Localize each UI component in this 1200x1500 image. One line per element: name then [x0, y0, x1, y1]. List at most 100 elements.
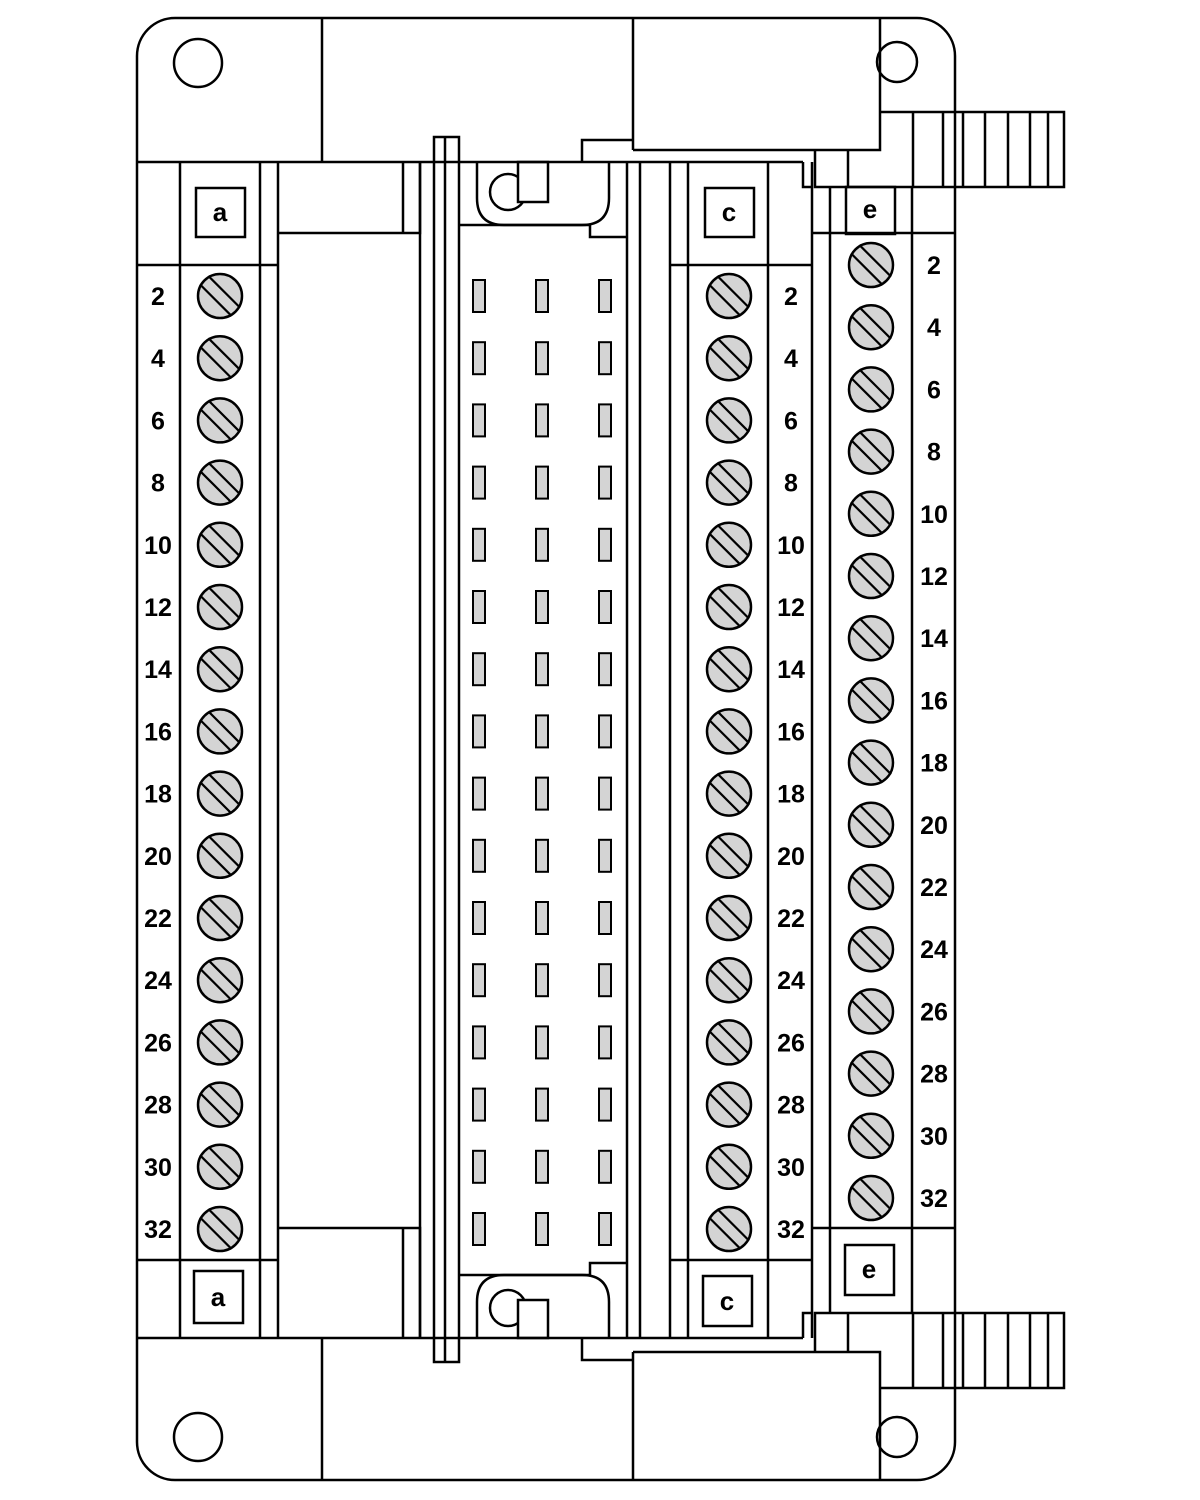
connector-pin [598, 1212, 612, 1246]
connector-pin [598, 527, 612, 562]
connector-pin [535, 465, 549, 500]
terminal-screw-e-26 [847, 988, 895, 1035]
connector-pin [472, 590, 486, 624]
connector-pin [535, 1149, 549, 1184]
connector-pin [598, 776, 612, 811]
strip-a [137, 162, 280, 1338]
connector-pin [598, 963, 612, 998]
terminal-screw-c-12 [705, 583, 753, 631]
terminal-label-e-22: 22 [920, 874, 948, 902]
terminal-screw-a-10 [196, 521, 244, 569]
connector-pin [472, 465, 486, 500]
mounting-hole-top-right [875, 40, 919, 84]
terminal-label-c-28: 28 [777, 1092, 805, 1120]
terminal-label-e-28: 28 [920, 1061, 948, 1089]
terminal-label-c-16: 16 [777, 718, 805, 746]
connector-pin [598, 1149, 612, 1184]
terminal-screw-e-18 [847, 739, 895, 786]
terminal-screw-c-8 [705, 459, 753, 506]
terminal-label-c-20: 20 [777, 843, 805, 871]
connector-pin [472, 652, 486, 687]
connector-pin [472, 279, 486, 313]
terminal-screw-c-20 [705, 832, 753, 880]
connector-pin [472, 527, 486, 562]
terminal-label-a-28: 28 [144, 1092, 172, 1120]
connector-pin [598, 590, 612, 624]
column-header-c-top: c [722, 197, 736, 227]
connector-pin [535, 403, 549, 438]
connector-pin [535, 1212, 549, 1246]
terminal-screw-e-22 [847, 863, 895, 911]
connector-pin [472, 1087, 486, 1122]
mounting-hole-top-left [172, 37, 224, 89]
terminal-label-e-4: 4 [927, 314, 941, 342]
terminal-screw-a-20 [196, 832, 244, 880]
terminal-screw-c-32 [705, 1205, 753, 1253]
housing-outline [135, 16, 957, 1482]
terminal-label-a-22: 22 [144, 905, 172, 933]
terminal-screw-a-22 [196, 894, 244, 942]
terminal-label-c-18: 18 [777, 781, 805, 809]
terminal-label-a-26: 26 [144, 1029, 172, 1057]
connector-pin [472, 776, 486, 811]
connector-pin [535, 1087, 549, 1122]
terminal-screw-e-30 [847, 1112, 895, 1160]
mounting-hole-bottom-right [875, 1415, 919, 1459]
terminal-label-e-32: 32 [920, 1185, 948, 1213]
terminal-label-e-6: 6 [927, 376, 941, 404]
terminal-label-e-30: 30 [920, 1123, 948, 1151]
terminal-screw-a-16 [196, 708, 244, 755]
terminal-label-c-2: 2 [784, 283, 798, 311]
connector-pin [472, 1025, 486, 1060]
terminal-label-a-30: 30 [144, 1154, 172, 1182]
connector-pin [598, 465, 612, 500]
connector-pin [598, 341, 612, 376]
connector-pin [598, 714, 612, 749]
terminal-label-e-14: 14 [920, 625, 948, 653]
connector-pin [598, 1025, 612, 1060]
terminal-screw-a-26 [196, 1019, 244, 1066]
terminal-screw-a-28 [196, 1081, 244, 1128]
latch-top-right [813, 110, 1066, 189]
terminal-screw-c-2 [705, 272, 753, 320]
terminal-label-c-4: 4 [784, 345, 798, 373]
terminal-screw-e-12 [847, 552, 895, 600]
terminal-label-a-20: 20 [144, 843, 172, 871]
connector-pin [472, 341, 486, 376]
column-header-c-bottom: c [720, 1286, 734, 1316]
connector-pin [598, 279, 612, 313]
connector-pins [472, 279, 612, 1246]
terminal-screw-e-2 [847, 241, 895, 289]
terminal-label-a-10: 10 [144, 532, 172, 560]
latch-bottom-right [813, 1311, 1066, 1390]
terminal-label-a-2: 2 [151, 283, 165, 311]
connector-pin [472, 403, 486, 438]
connector-pin [535, 527, 549, 562]
terminal-screw-e-20 [847, 801, 895, 849]
strip-c [670, 162, 814, 1338]
terminal-screw-e-24 [847, 925, 895, 973]
connector-pin [598, 1087, 612, 1122]
terminal-screw-c-22 [705, 894, 753, 942]
connector-pin [535, 838, 549, 873]
terminal-label-e-20: 20 [920, 812, 948, 840]
terminal-label-e-2: 2 [927, 252, 941, 280]
column-header-box-a-top [194, 186, 247, 239]
terminal-label-c-10: 10 [777, 532, 805, 560]
terminal-screw-a-4 [196, 334, 244, 382]
connector-pin [535, 652, 549, 687]
column-header-box-c-top [703, 186, 756, 239]
terminal-screw-a-18 [196, 770, 244, 817]
terminal-screw-a-24 [196, 956, 244, 1004]
terminal-label-c-24: 24 [777, 967, 805, 995]
connector-pin [598, 652, 612, 687]
connector-pin [472, 838, 486, 873]
terminal-screw-e-10 [847, 490, 895, 538]
terminal-label-e-10: 10 [920, 501, 948, 529]
column-header-a-top: a [213, 197, 228, 227]
terminal-label-c-14: 14 [777, 656, 805, 684]
terminal-label-c-32: 32 [777, 1216, 805, 1244]
connector-pin [535, 1025, 549, 1060]
